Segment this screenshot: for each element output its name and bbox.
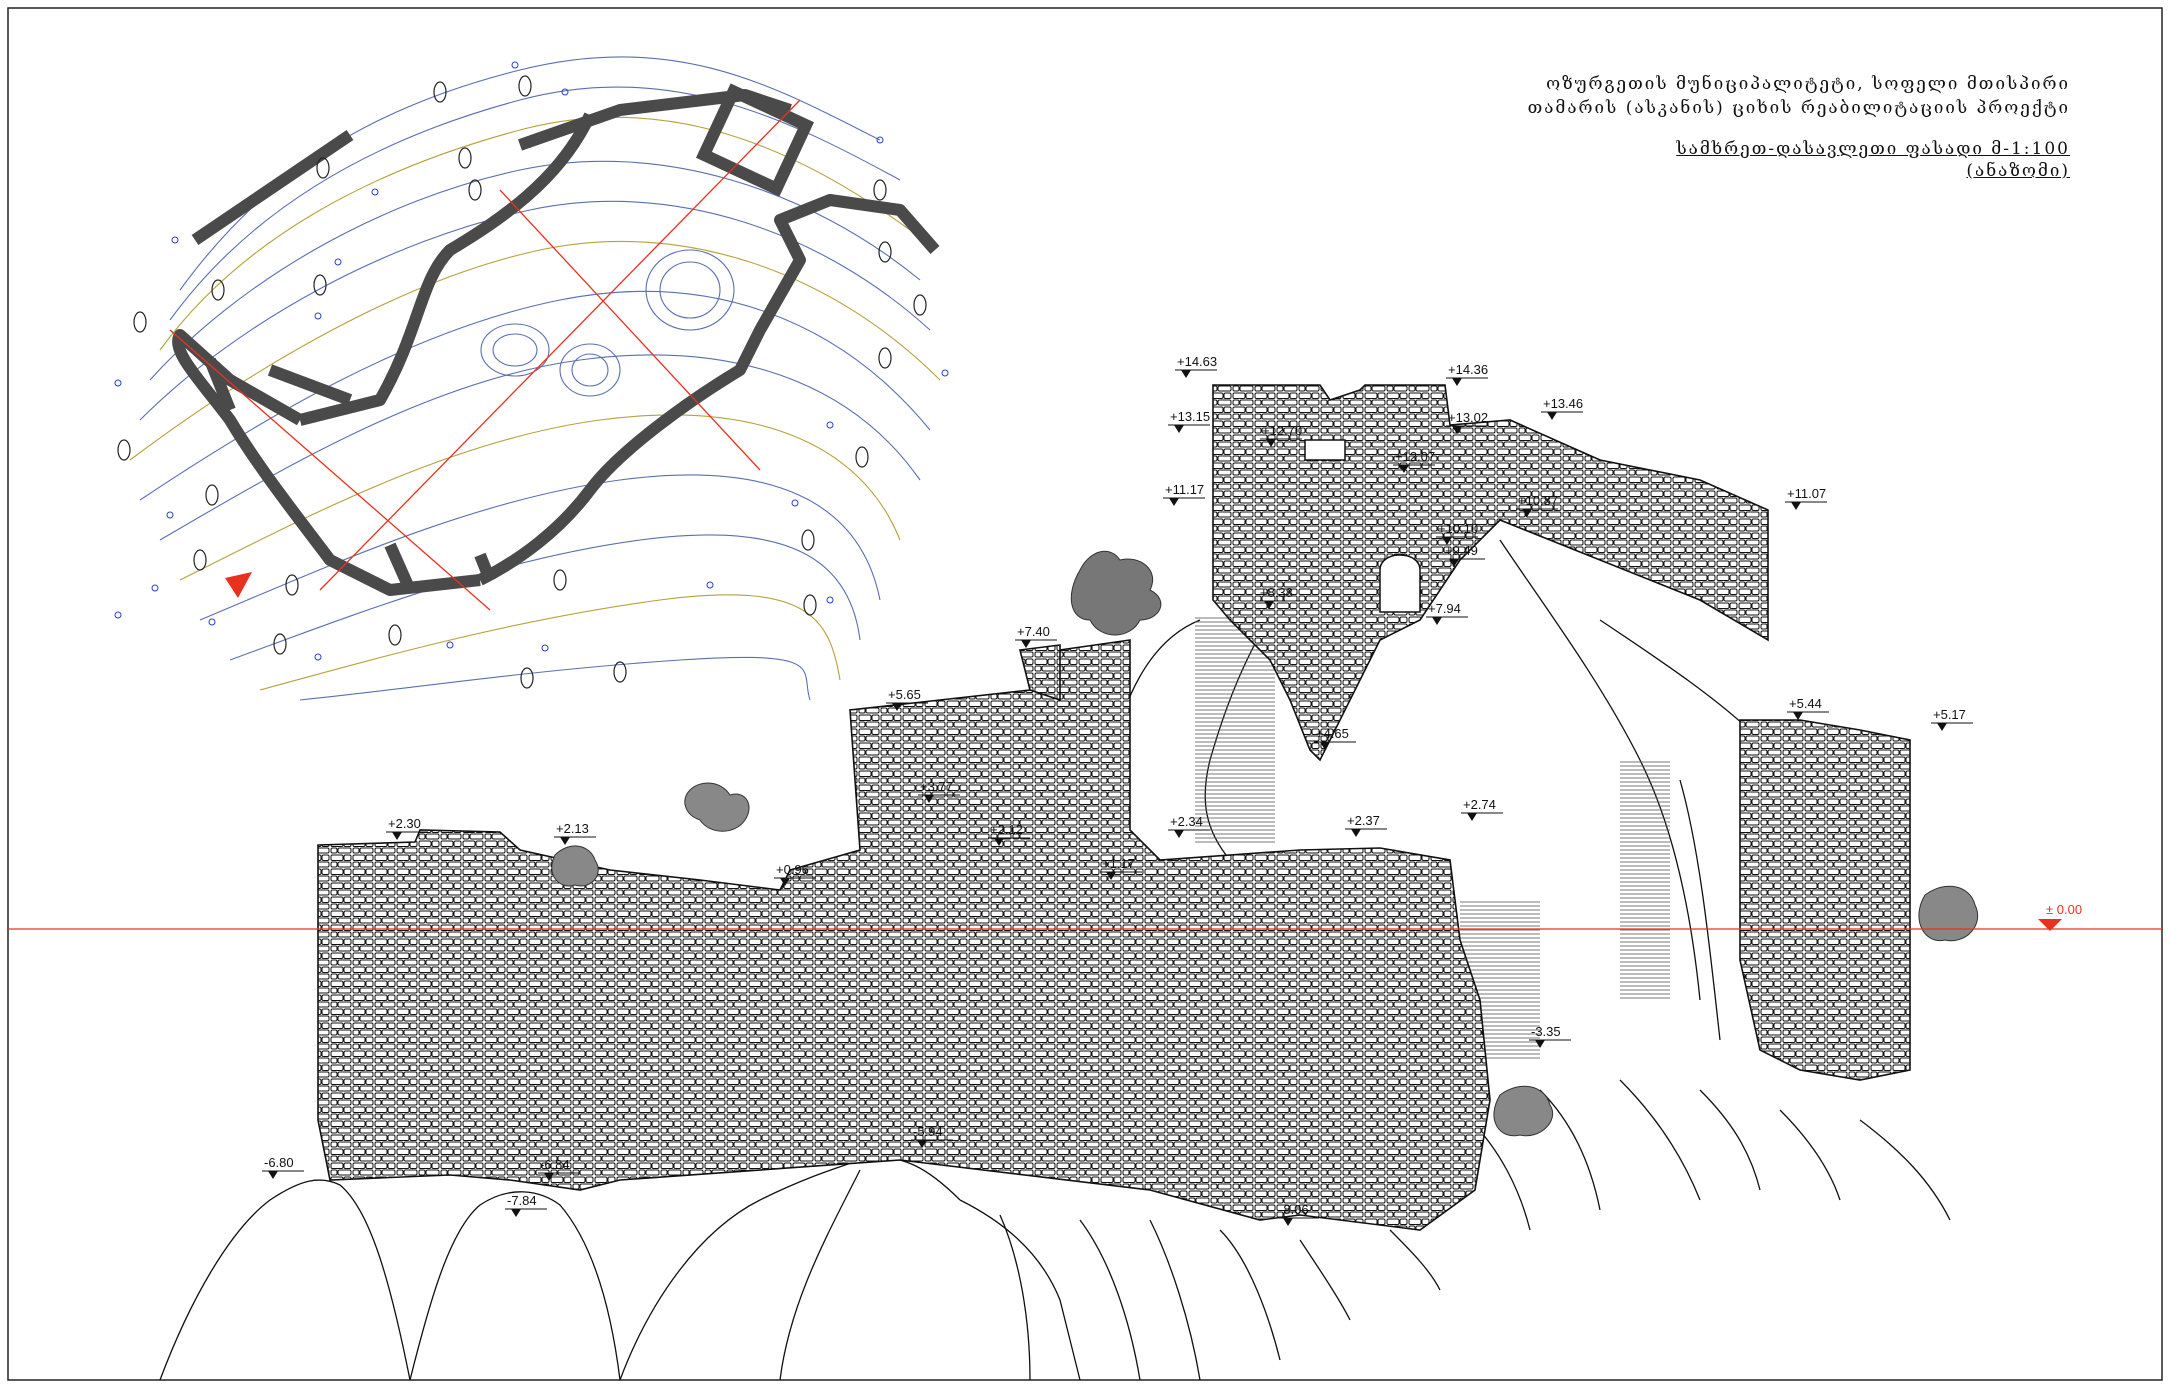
level-label: +14.36 xyxy=(1448,362,1488,377)
level-label: +5.17 xyxy=(1933,707,1966,722)
level-marker: +13.15 xyxy=(1168,409,1210,433)
level-marker: +2.30 xyxy=(386,816,428,840)
level-label: +12.07 xyxy=(1395,449,1435,464)
level-label: +7.94 xyxy=(1428,601,1461,616)
level-label: +0.96 xyxy=(776,862,809,877)
level-marker: +10.87 xyxy=(1516,493,1558,517)
title-line-1: ოზურგეთის მუნიციპალიტეტი, სოფელი მთისპირ… xyxy=(1546,74,2070,94)
level-marker: -3.35 xyxy=(1529,1024,1571,1048)
level-label: +1.17 xyxy=(1102,856,1135,871)
level-label: +2.37 xyxy=(1347,813,1380,828)
level-marker: +7.94 xyxy=(1426,601,1468,625)
level-label: +2.30 xyxy=(388,816,421,831)
drawing-subtitle: (ანაზომი) xyxy=(1966,161,2070,181)
level-marker: +14.63 xyxy=(1175,354,1217,378)
level-marker: +1.17 xyxy=(1100,856,1142,880)
datum-label: ± 0.00 xyxy=(2046,902,2082,917)
level-marker: -5.94 xyxy=(911,1124,953,1148)
level-label: +8.38 xyxy=(1260,585,1293,600)
survey-points xyxy=(114,61,949,661)
level-label: +2.13 xyxy=(556,821,589,836)
level-marker: +10.10 xyxy=(1436,521,1478,545)
level-label: +2.74 xyxy=(1463,797,1496,812)
level-marker: -6.84 xyxy=(538,1157,580,1181)
level-marker: +5.44 xyxy=(1787,696,1829,720)
level-label: +2.34 xyxy=(1170,814,1203,829)
level-label: -3.35 xyxy=(1531,1024,1561,1039)
level-markers: +14.63 +14.36 +13.46 +13.15 +13.02 +12.70 +12.… xyxy=(262,354,1973,1226)
level-label: +14.63 xyxy=(1177,354,1217,369)
level-label: +9.49 xyxy=(1445,543,1478,558)
level-marker: +12.07 xyxy=(1393,449,1435,473)
level-marker: +2.12 xyxy=(988,822,1030,846)
level-label: -6.84 xyxy=(540,1157,570,1172)
level-label: +5.65 xyxy=(888,687,921,702)
elevation-drawing: ± 0.00 +14.63 +14.36 +13.46 +13.15 +13.02 +12… xyxy=(8,354,2162,1381)
title-line-2: თამარის (ასკანის) ციხის რეაბილიტაციის პრ… xyxy=(1527,98,2070,118)
contour-lines xyxy=(129,56,941,701)
level-label: +13.15 xyxy=(1170,409,1210,424)
masonry-walls xyxy=(317,384,1911,1231)
vegetation xyxy=(551,550,1979,1137)
level-marker: +13.46 xyxy=(1541,396,1583,420)
level-label: -7.84 xyxy=(507,1193,537,1208)
level-marker: +5.65 xyxy=(886,687,928,711)
doorway xyxy=(1304,439,1421,613)
fortress-walls xyxy=(172,89,940,596)
site-plan xyxy=(114,56,949,701)
level-label: +11.07 xyxy=(1787,486,1826,501)
level-marker: +2.13 xyxy=(554,821,596,845)
level-marker: +8.38 xyxy=(1258,585,1300,609)
level-marker: +4.65 xyxy=(1314,726,1356,750)
level-label: +10.10 xyxy=(1438,521,1478,536)
level-label: +12.70 xyxy=(1262,423,1302,438)
level-label: +7.40 xyxy=(1017,624,1050,639)
level-marker: -6.80 xyxy=(262,1155,304,1179)
level-marker: +2.37 xyxy=(1345,813,1387,837)
level-label: +10.87 xyxy=(1518,493,1558,508)
title-block: ოზურგეთის მუნიციპალიტეტი, სოფელი მთისპირ… xyxy=(1370,72,2070,182)
rock-hatch-3 xyxy=(1620,760,1670,1000)
level-label: +11.17 xyxy=(1165,482,1204,497)
level-marker: +2.34 xyxy=(1168,814,1210,838)
drawing-name: სამხრეთ-დასავლეთი ფასადი მ-1:100 xyxy=(1676,139,2070,159)
tree-symbols xyxy=(117,75,927,689)
level-marker: -8.06 xyxy=(1277,1202,1319,1226)
level-marker: +0.96 xyxy=(774,862,816,886)
level-label: +3.77 xyxy=(920,779,953,794)
level-marker: +2.74 xyxy=(1461,797,1503,821)
view-direction-arrow xyxy=(225,572,252,598)
level-marker: -7.84 xyxy=(505,1193,547,1217)
level-marker: +14.36 xyxy=(1446,362,1488,386)
level-label: +4.65 xyxy=(1316,726,1349,741)
datum-line: ± 0.00 xyxy=(8,902,2162,931)
rock-hatch-2 xyxy=(1195,615,1275,845)
level-marker: +9.49 xyxy=(1443,543,1485,567)
level-label: -5.94 xyxy=(913,1124,943,1139)
level-label: +5.44 xyxy=(1789,696,1822,711)
level-label: +2.12 xyxy=(990,822,1023,837)
level-marker: +5.17 xyxy=(1931,707,1973,731)
level-marker: +11.07 xyxy=(1785,486,1827,510)
level-marker: +3.77 xyxy=(918,779,960,803)
level-marker: +7.40 xyxy=(1015,624,1057,648)
level-marker: +12.70 xyxy=(1260,423,1302,447)
axis-lines xyxy=(169,99,801,611)
level-label: -6.80 xyxy=(264,1155,294,1170)
tower-plan xyxy=(695,83,815,197)
level-label: +13.02 xyxy=(1448,410,1488,425)
level-label: -8.06 xyxy=(1279,1202,1309,1217)
sheet-border xyxy=(7,7,2163,1381)
level-marker: +13.02 xyxy=(1446,410,1488,434)
level-label: +13.46 xyxy=(1543,396,1583,411)
level-marker: +11.17 xyxy=(1163,482,1205,506)
